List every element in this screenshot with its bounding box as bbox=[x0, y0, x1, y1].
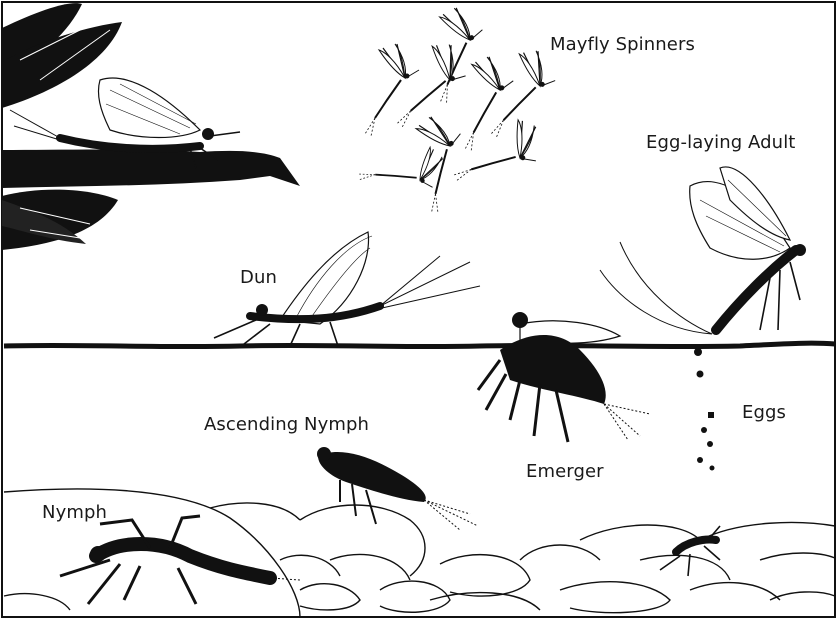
label-nymph: Nymph bbox=[42, 503, 107, 523]
dun-mayfly bbox=[214, 232, 480, 346]
water-surface bbox=[4, 343, 835, 346]
label-emerger: Emerger bbox=[526, 462, 604, 482]
egg-laying-adult-mayfly bbox=[600, 167, 806, 334]
spinner-swarm bbox=[357, 4, 560, 217]
eggs-cluster bbox=[694, 348, 715, 471]
label-egg-laying-adult: Egg-laying Adult bbox=[646, 133, 795, 153]
label-eggs: Eggs bbox=[742, 403, 786, 423]
streambed-rocks bbox=[4, 489, 835, 617]
emerger-mayfly bbox=[478, 312, 650, 442]
nymph bbox=[60, 516, 300, 604]
label-ascending-nymph: Ascending Nymph bbox=[204, 415, 369, 435]
label-mayfly-spinners: Mayfly Spinners bbox=[550, 35, 695, 55]
label-dun: Dun bbox=[240, 268, 277, 288]
ascending-nymph bbox=[317, 447, 478, 530]
